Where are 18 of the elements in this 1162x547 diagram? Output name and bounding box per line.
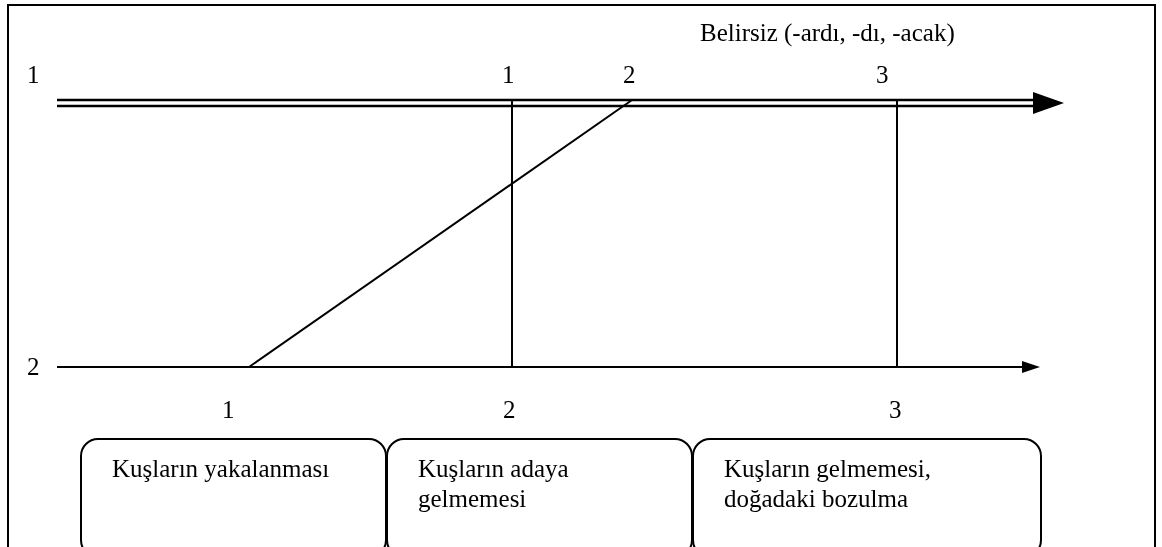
timeline-title: Belirsiz (-ardı, -dı, -acak): [700, 20, 955, 46]
timeline-number: 2: [27, 354, 40, 380]
point-number: 2: [623, 62, 636, 88]
timeline-number: 1: [27, 62, 40, 88]
point-number: 3: [889, 397, 902, 423]
rounded-box: [80, 438, 387, 547]
box-text: Kuşların yakalanması: [112, 454, 331, 484]
connector-line: [248, 99, 633, 368]
point-number: 3: [876, 62, 889, 88]
rounded-box: [386, 438, 693, 547]
box-text: Kuşların gelmemesi, doğadaki bozulma: [724, 454, 932, 514]
point-number: 1: [222, 397, 235, 423]
point-number: 2: [503, 397, 516, 423]
rounded-box: [692, 438, 1042, 547]
box-text: Kuşların adaya gelmemesi: [418, 454, 570, 514]
connector-line: [511, 99, 513, 368]
point-number: 1: [502, 62, 515, 88]
connector-line: [896, 99, 898, 368]
